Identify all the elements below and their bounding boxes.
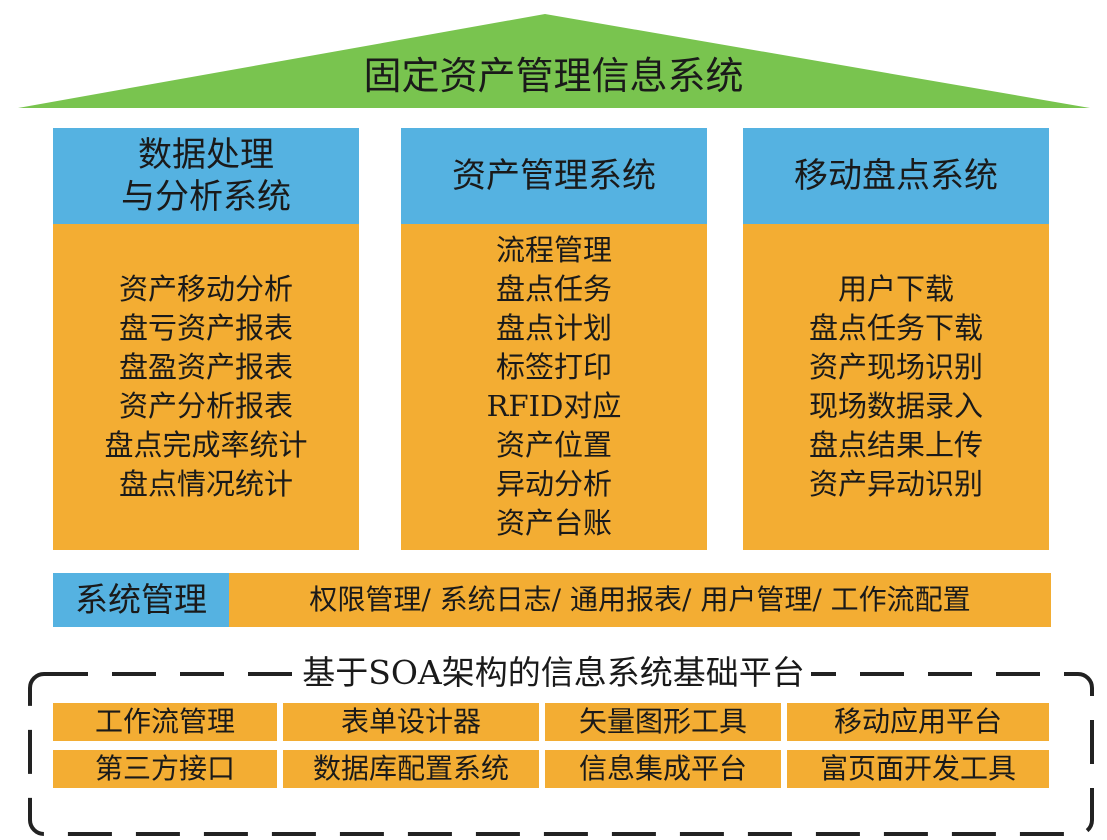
system-management-label: 系统管理	[53, 573, 229, 627]
platform-cell: 数据库配置系统	[283, 750, 539, 788]
platform-cell: 第三方接口	[53, 750, 277, 788]
module-item: 现场数据录入	[808, 389, 983, 423]
module-item: 资产台账	[495, 506, 612, 540]
platform-cell: 表单设计器	[283, 703, 539, 741]
column-header-line: 与分析系统	[121, 177, 291, 217]
module-item: 资产异动识别	[808, 467, 983, 501]
column-header-asset-management: 资产管理系统	[401, 128, 707, 224]
module-item: 资产现场识别	[808, 350, 983, 384]
platform-cell: 信息集成平台	[545, 750, 781, 788]
module-item: RFID对应	[486, 389, 622, 423]
roof-triangle	[18, 14, 1090, 108]
module-item: 盘点任务	[495, 272, 612, 306]
column-body-mobile-inventory: 用户下载 盘点任务下载 资产现场识别 现场数据录入 盘点结果上传 资产异动识别	[743, 224, 1049, 550]
system-management-content: 权限管理/ 系统日志/ 通用报表/ 用户管理/ 工作流配置	[229, 573, 1051, 627]
column-header-line: 数据处理	[138, 135, 274, 175]
module-item: 盘点计划	[495, 311, 612, 345]
column-header-data-analysis: 数据处理 与分析系统	[53, 128, 359, 224]
column-header-mobile-inventory: 移动盘点系统	[743, 128, 1049, 224]
column-header-line: 资产管理系统	[452, 156, 656, 196]
module-item: 流程管理	[495, 233, 612, 267]
module-item: 盘点结果上传	[808, 428, 983, 462]
column-body-asset-management: 流程管理 盘点任务 盘点计划 标签打印 RFID对应 资产位置 异动分析 资产台…	[401, 224, 707, 550]
platform-cell: 富页面开发工具	[787, 750, 1049, 788]
platform-cell: 工作流管理	[53, 703, 277, 741]
module-item: 资产分析报表	[118, 389, 293, 423]
column-header-line: 移动盘点系统	[794, 156, 998, 196]
platform-cell: 移动应用平台	[787, 703, 1049, 741]
platform-cell: 矢量图形工具	[545, 703, 781, 741]
module-item: 盘点情况统计	[118, 467, 293, 501]
column-body-data-analysis: 资产移动分析 盘亏资产报表 盘盈资产报表 资产分析报表 盘点完成率统计 盘点情况…	[53, 224, 359, 550]
module-item: 异动分析	[495, 467, 612, 501]
module-item: 标签打印	[495, 350, 612, 384]
platform-title: 基于SOA架构的信息系统基础平台	[0, 648, 1107, 698]
platform-title-text: 基于SOA架构的信息系统基础平台	[296, 653, 811, 692]
module-item: 盘点任务下载	[808, 311, 983, 345]
module-item: 资产移动分析	[118, 272, 293, 306]
module-item: 盘盈资产报表	[118, 350, 293, 384]
module-item: 盘亏资产报表	[118, 311, 293, 345]
system-title: 固定资产管理信息系统	[363, 54, 744, 98]
module-item: 用户下载	[837, 272, 954, 306]
module-item: 资产位置	[495, 428, 612, 462]
module-item: 盘点完成率统计	[104, 428, 308, 462]
